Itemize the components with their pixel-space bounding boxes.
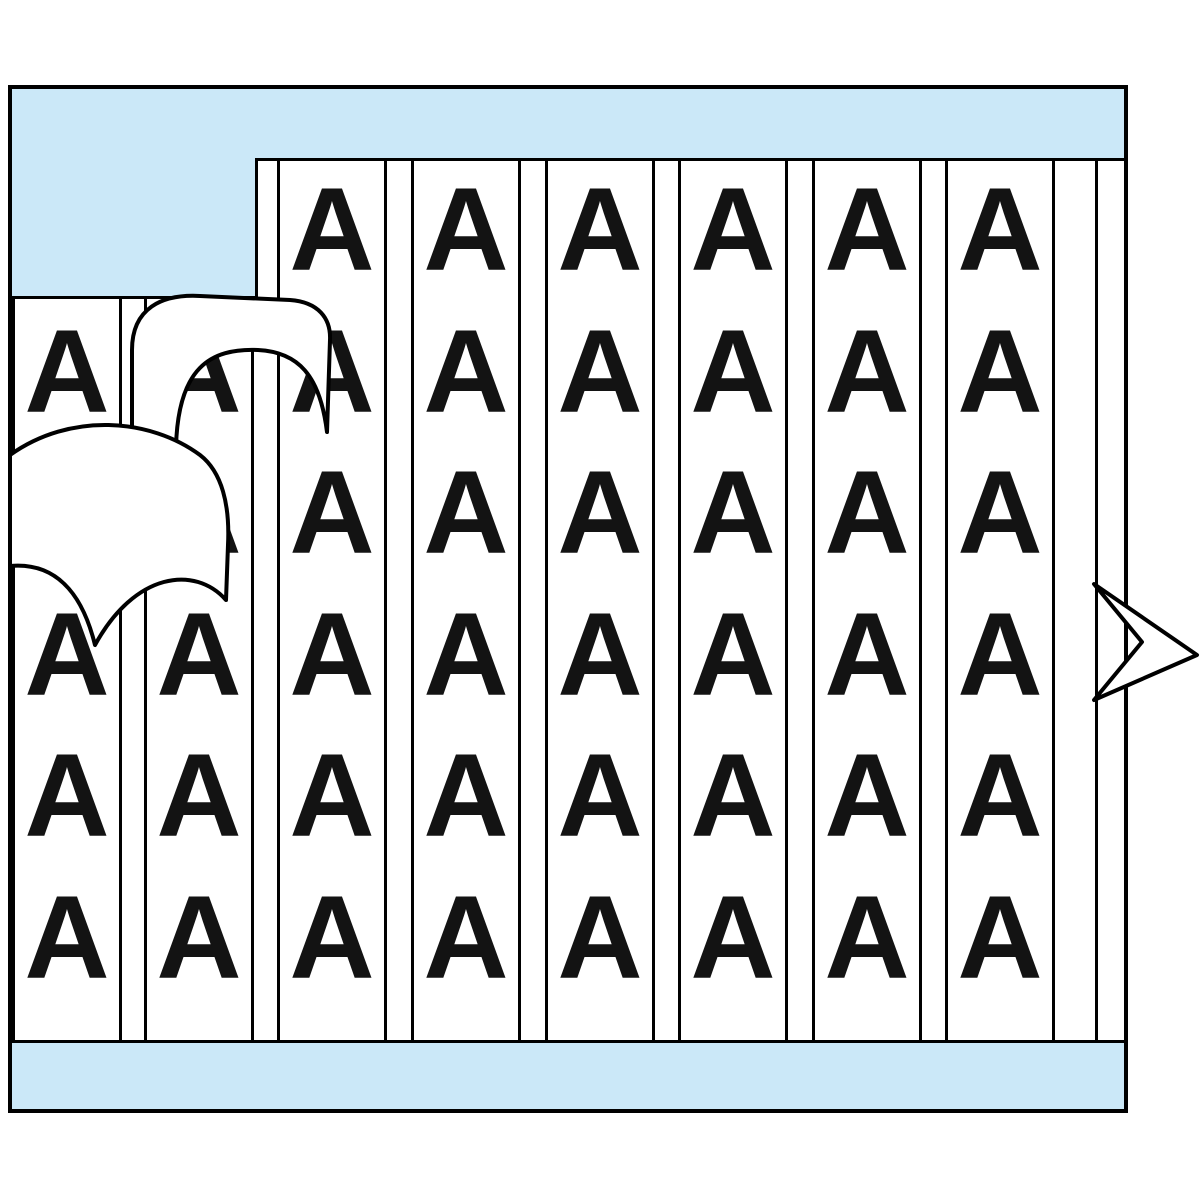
label-letter: A	[156, 305, 242, 438]
sheet-step-edge-line	[255, 158, 258, 299]
label-letter: A	[557, 588, 643, 721]
label-letter: A	[289, 729, 375, 862]
label-letter: A	[156, 729, 242, 862]
label-letter: A	[957, 729, 1043, 862]
label-letter: A	[690, 446, 776, 579]
sheet-bottom-edge-line	[12, 1040, 1124, 1043]
label-strip	[945, 160, 1055, 1040]
label-letter: A	[824, 446, 910, 579]
label-letter: A	[690, 871, 776, 1004]
label-letter: A	[690, 588, 776, 721]
label-letter: A	[423, 163, 509, 296]
label-letter: A	[423, 729, 509, 862]
label-strip	[12, 298, 122, 1040]
label-letter: A	[289, 871, 375, 1004]
label-letter: A	[289, 588, 375, 721]
label-letter: A	[957, 588, 1043, 721]
label-letter: A	[824, 871, 910, 1004]
label-letter: A	[156, 871, 242, 1004]
label-letter: A	[557, 871, 643, 1004]
label-letter: A	[690, 163, 776, 296]
label-letter: A	[289, 446, 375, 579]
label-letter: A	[957, 305, 1043, 438]
label-letter: A	[957, 446, 1043, 579]
label-letter: A	[423, 871, 509, 1004]
label-letter: A	[824, 729, 910, 862]
label-letter: A	[557, 305, 643, 438]
label-letter: A	[24, 446, 110, 579]
label-letter: A	[289, 163, 375, 296]
sheet-top-edge-line	[255, 158, 1124, 161]
sheet-right-partial-edge-line	[1095, 158, 1098, 1040]
label-letter: A	[957, 871, 1043, 1004]
label-letter: A	[24, 305, 110, 438]
sheet-left-top-edge-line	[12, 296, 258, 299]
label-letter: A	[423, 446, 509, 579]
label-letter: A	[156, 446, 242, 579]
label-letter: A	[24, 871, 110, 1004]
label-letter: A	[824, 588, 910, 721]
label-strip	[678, 160, 788, 1040]
label-letter: A	[690, 729, 776, 862]
label-letter: A	[423, 305, 509, 438]
label-strip	[545, 160, 655, 1040]
label-letter: A	[957, 163, 1043, 296]
label-letter: A	[824, 305, 910, 438]
label-letter: A	[557, 729, 643, 862]
label-letter: A	[690, 305, 776, 438]
label-letter: A	[24, 588, 110, 721]
label-strip	[411, 160, 521, 1040]
label-letter: A	[557, 446, 643, 579]
label-letter: A	[423, 588, 509, 721]
label-strip	[812, 160, 922, 1040]
label-letter: A	[289, 305, 375, 438]
label-letter: A	[156, 588, 242, 721]
label-letter: A	[557, 163, 643, 296]
label-letter: A	[24, 729, 110, 862]
label-letter: A	[824, 163, 910, 296]
